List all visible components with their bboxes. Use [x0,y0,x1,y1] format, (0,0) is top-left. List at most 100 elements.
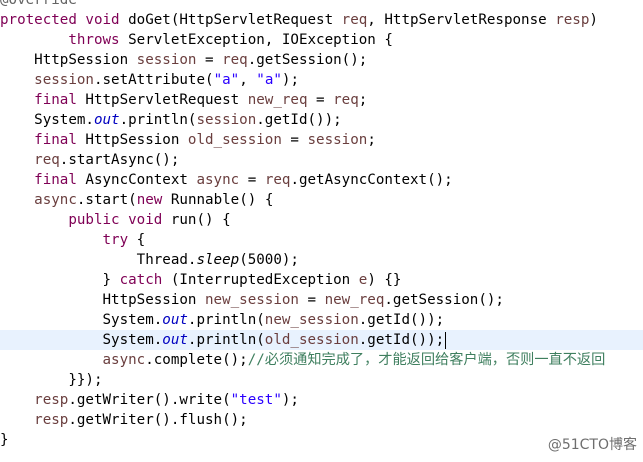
code-indent [0,272,103,288]
code-token: .println( [187,332,265,348]
code-indent [0,332,103,348]
code-token: Thread. [136,252,197,268]
code-token: final [34,92,86,108]
code-token: ); [281,72,299,88]
code-indent [0,392,34,408]
code-token: = [298,292,325,308]
code-indent [0,92,34,108]
code-token: = [239,172,265,188]
code-line[interactable]: final HttpServletRequest new_req = req; [0,90,643,110]
code-token: new_req [247,92,308,108]
code-line[interactable]: async.complete();//必须通知完成了，才能返回给客户端，否则一直… [0,350,643,370]
code-line[interactable]: }}); [0,370,643,390]
code-token: final [34,172,86,188]
code-token: async [34,192,77,208]
code-token: .startAsync(); [59,152,180,168]
code-token: .getWriter().flush(); [68,412,248,428]
code-line[interactable]: throws ServletException, IOException { [0,30,643,50]
code-token: .getId()); [358,332,445,348]
code-token: "test" [230,392,282,408]
code-token: req [34,152,60,168]
code-line[interactable]: protected void doGet(HttpServletRequest … [0,10,643,30]
code-token: .getSession(); [247,52,368,68]
code-token: ); [281,392,299,408]
code-indent [0,32,68,48]
code-token: session [307,132,368,148]
code-line[interactable]: try { [0,230,643,250]
code-token: } [102,272,120,288]
code-token: ) {} [367,272,402,288]
code-token: try [102,232,137,248]
code-indent [0,112,34,128]
code-token: .getId()); [358,312,445,328]
code-line[interactable]: async.start(new Runnable() { [0,190,643,210]
code-token: System. [102,332,163,348]
code-token: .println( [119,112,197,128]
code-token: new [136,192,171,208]
code-token: old_session [187,132,282,148]
code-token: resp [555,12,590,28]
code-line[interactable]: System.out.println(new_session.getId()); [0,310,643,330]
code-line[interactable]: Thread.sleep(5000); [0,250,643,270]
code-indent [0,52,34,68]
code-token: .getSession(); [384,292,504,308]
code-indent [0,352,103,368]
code-line[interactable]: System.out.println(old_session.getId()); [0,330,643,350]
code-line[interactable]: resp.getWriter().flush(); [0,410,643,430]
code-line[interactable]: final HttpSession old_session = session; [0,130,643,150]
code-token: out [162,312,188,328]
code-line[interactable]: final AsyncContext async = req.getAsyncC… [0,170,643,190]
code-token: session [136,52,197,68]
code-token: throws [68,32,129,48]
code-indent [0,252,137,268]
code-token: (5000); [239,252,299,268]
code-token: req [341,12,368,28]
code-token: catch [119,272,171,288]
code-token: ; [367,132,376,148]
code-line[interactable]: req.startAsync(); [0,150,643,170]
code-line[interactable]: public void run() { [0,210,643,230]
code-token: HttpSession [85,132,188,148]
code-token: new_session [205,292,299,308]
code-token: req [222,52,248,68]
code-token: Runnable() { [170,192,274,208]
code-token: out [162,332,188,348]
code-indent [0,132,34,148]
code-token: } [0,432,9,448]
code-token: System. [102,312,163,328]
code-line[interactable]: HttpSession new_session = new_req.getSes… [0,290,643,310]
watermark-51cto: @51CTO博客 [547,437,637,453]
code-token: .getAsyncContext(); [290,172,453,188]
code-token: , HttpServletResponse [367,12,556,28]
code-token: System. [34,112,94,128]
code-line[interactable]: HttpSession session = req.getSession(); [0,50,643,70]
code-token: HttpSession [34,52,137,68]
code-line[interactable]: } [0,430,643,450]
code-indent [0,412,34,428]
code-line[interactable]: System.out.println(session.getId()); [0,110,643,130]
code-token: session [34,72,94,88]
code-token: { [136,232,146,248]
code-token: }}); [68,372,103,388]
code-token: async [196,172,240,188]
code-token: AsyncContext [85,172,197,188]
code-indent [0,172,34,188]
code-token: @Override [0,0,77,8]
code-indent [0,232,103,248]
code-token: resp [34,392,69,408]
code-token: async [102,352,146,368]
code-token: .getId()); [256,112,342,128]
code-indent [0,72,34,88]
code-token: .complete(); [145,352,248,368]
code-token: HttpServletRequest [85,92,248,108]
code-line[interactable]: resp.getWriter().write("test"); [0,390,643,410]
code-line[interactable]: @Override [0,0,643,10]
code-line[interactable]: } catch (InterruptedException e) {} [0,270,643,290]
code-token: old_session [264,332,359,348]
code-line[interactable]: session.setAttribute("a", "a"); [0,70,643,90]
code-token: ServletException, IOException { [128,32,393,48]
code-indent [0,192,34,208]
code-token: new_req [324,292,385,308]
code-token: "a" [256,72,282,88]
